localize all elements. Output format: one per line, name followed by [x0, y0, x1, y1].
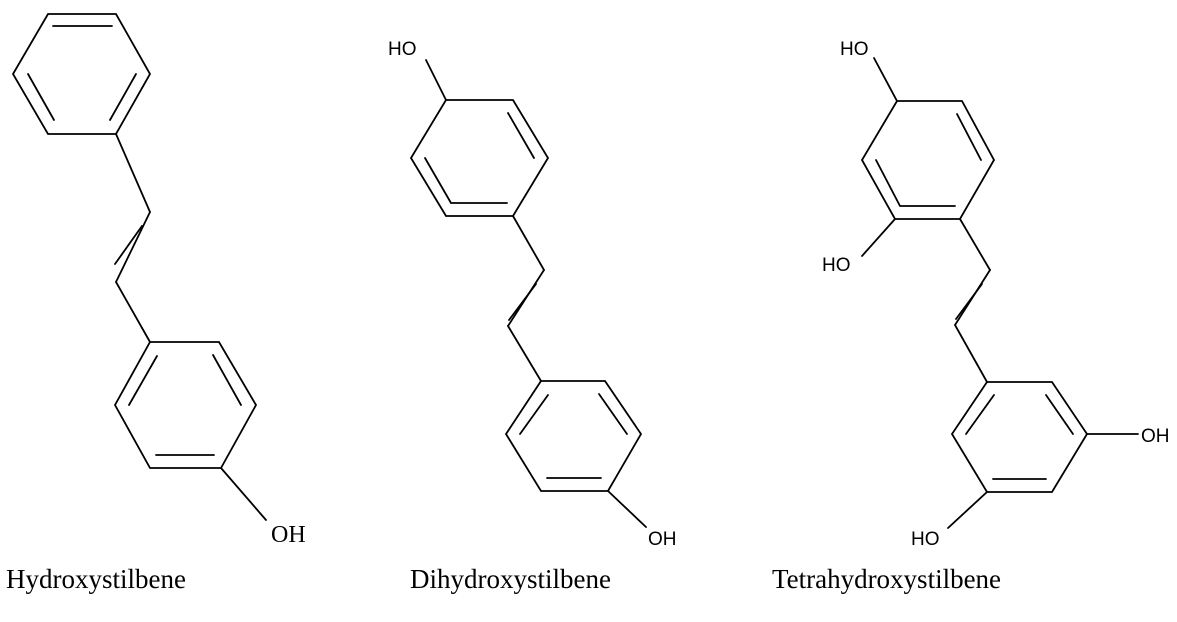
caption-tetrahydroxystilbene: Tetrahydroxystilbene [772, 564, 1001, 594]
aromatic-inner-bond [1045, 394, 1074, 435]
hydroxyl-bond [607, 490, 647, 528]
resorcinol-ring-top [860, 100, 996, 220]
hydroxyl-bond [947, 491, 988, 529]
aromatic-inner-bond [507, 112, 535, 159]
trans-double-bond [115, 211, 151, 283]
aromatic-inner-bond [109, 73, 137, 121]
resorcinol-ring-bottom [950, 381, 1089, 493]
hydroxyl-label-bottom: OH [648, 529, 677, 550]
single-bond [512, 215, 545, 271]
aromatic-inner-bond [965, 394, 995, 435]
aromatic-inner-bond [875, 159, 901, 207]
structure-tetrahydroxystilbene [860, 57, 1139, 529]
hydroxyl-label: OH [271, 522, 306, 548]
hydroxyl-label-side: HO [822, 255, 851, 276]
aromatic-inner-bond [956, 113, 982, 161]
trans-double-bond-inner [508, 283, 537, 321]
hydroxyl-bond [873, 57, 898, 102]
aromatic-inner-bond [424, 157, 452, 204]
structure-dihydroxystilbene [409, 59, 647, 528]
trans-double-bond-inner [955, 283, 983, 320]
aromatic-inner-bond [598, 393, 628, 435]
structure-hydroxystilbene [11, 13, 267, 521]
trans-double-bond-inner [114, 225, 143, 265]
molecule-dihydroxystilbene: HO OH Dihydroxystilbene [388, 39, 677, 594]
single-bond [115, 133, 151, 213]
phenol-ring [113, 341, 258, 469]
caption-hydroxystilbene: Hydroxystilbene [6, 564, 186, 594]
hydroxyl-bond [220, 467, 267, 521]
hydroxyl-label-bottom: HO [911, 529, 940, 550]
aromatic-inner-bond [128, 355, 158, 406]
hydroxyl-label-right: OH [1141, 426, 1170, 447]
aromatic-inner-bond [27, 73, 55, 121]
single-bond [507, 325, 542, 382]
molecule-hydroxystilbene: OH Hydroxystilbene [6, 13, 306, 594]
phenol-ring-top [409, 99, 550, 217]
hydroxyl-label-top: HO [388, 39, 417, 60]
single-bond [954, 324, 988, 383]
hydroxyl-bond [425, 59, 447, 101]
single-bond [115, 281, 151, 343]
molecule-tetrahydroxystilbene: HO HO OH HO Tetrahydroxystilbene [772, 39, 1170, 594]
phenol-ring-bottom [504, 380, 643, 492]
single-bond [959, 218, 991, 271]
caption-dihydroxystilbene: Dihydroxystilbene [410, 564, 611, 594]
hydroxyl-bond [861, 218, 896, 257]
aromatic-inner-bond [519, 394, 549, 435]
aromatic-inner-bond [212, 354, 242, 406]
phenyl-ring-top [11, 13, 152, 135]
hydroxyl-label-top: HO [840, 39, 869, 60]
